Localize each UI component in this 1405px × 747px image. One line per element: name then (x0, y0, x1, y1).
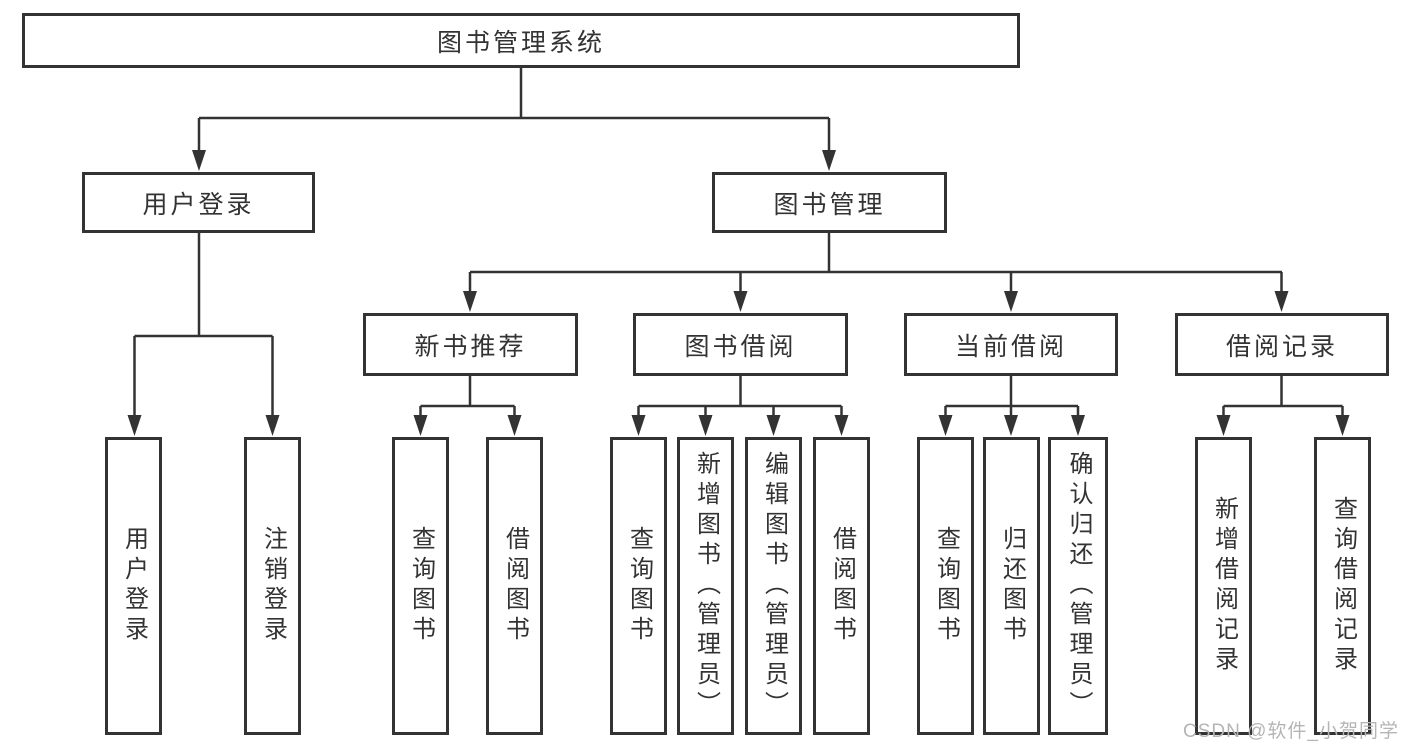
arrow-down-icon (1071, 415, 1085, 436)
node-current-borrowing: 当前借阅 (904, 313, 1118, 376)
leaf-label: 确认归还（管理员） (1065, 451, 1092, 721)
leaf-edit-book-admin: 编辑图书（管理员） (745, 437, 802, 735)
node-new-book-recommendation: 新书推荐 (363, 313, 578, 376)
leaf-logout: 注销登录 (244, 437, 301, 735)
leaf-label: 查询借阅记录 (1329, 496, 1357, 676)
leaf-label: 查询图书 (407, 526, 435, 646)
node-library-management-system: 图书管理系统 (22, 13, 1020, 68)
arrow-down-icon (733, 291, 748, 312)
leaf-borrow-books-borrowing: 借阅图书 (813, 437, 870, 735)
arrowheads (127, 150, 1350, 436)
arrow-down-icon (834, 415, 849, 436)
node-label: 新书推荐 (414, 332, 527, 361)
arrow-down-icon (192, 150, 206, 171)
arrow-down-icon (507, 415, 522, 436)
node-book-borrowing: 图书借阅 (633, 313, 848, 376)
arrow-down-icon (265, 415, 280, 436)
arrow-down-icon (1004, 415, 1018, 436)
leaf-confirm-return-admin: 确认归还（管理员） (1048, 437, 1108, 735)
leaf-label: 查询图书 (625, 526, 653, 646)
leaf-query-books-borrowing: 查询图书 (610, 437, 667, 735)
leaf-query-borrow-record: 查询借阅记录 (1314, 437, 1371, 735)
leaf-label: 用户登录 (120, 526, 148, 646)
csdn-watermark: CSDN @软件_小贺同学 (1183, 721, 1399, 742)
leaf-label: 借阅图书 (501, 526, 529, 646)
node-user-login: 用户登录 (82, 172, 315, 233)
leaf-label: 编辑图书（管理员） (760, 451, 788, 721)
arrow-down-icon (1274, 291, 1289, 312)
leaf-label: 新增借阅记录 (1210, 496, 1238, 676)
arrow-down-icon (413, 415, 428, 436)
leaf-add-book-admin: 新增图书（管理员） (677, 437, 734, 735)
arrow-down-icon (127, 415, 142, 436)
node-label: 当前借阅 (954, 332, 1067, 361)
node-label: 图书借阅 (684, 332, 797, 361)
arrow-down-icon (463, 291, 477, 312)
arrow-down-icon (1335, 415, 1350, 436)
arrow-down-icon (822, 150, 836, 171)
node-label: 用户登录 (142, 190, 255, 219)
node-label: 图书管理系统 (436, 28, 605, 57)
leaf-query-books-recommend: 查询图书 (392, 437, 449, 735)
node-label: 借阅记录 (1225, 332, 1338, 361)
arrow-down-icon (938, 415, 953, 436)
arrow-down-icon (698, 415, 713, 436)
node-borrowing-records: 借阅记录 (1175, 313, 1389, 376)
leaf-query-books-current: 查询图书 (917, 437, 974, 735)
node-label: 图书管理 (773, 190, 886, 219)
leaf-label: 注销登录 (259, 526, 287, 646)
arrow-down-icon (1004, 291, 1018, 312)
leaf-label: 借阅图书 (828, 526, 856, 646)
leaf-borrow-books-recommend: 借阅图书 (486, 437, 543, 735)
leaf-add-borrow-record: 新增借阅记录 (1195, 437, 1252, 735)
arrow-down-icon (766, 415, 781, 436)
leaf-label: 归还图书 (998, 526, 1026, 646)
node-book-management: 图书管理 (712, 172, 947, 233)
leaf-user-login: 用户登录 (105, 437, 162, 735)
leaf-return-book: 归还图书 (983, 437, 1040, 735)
arrow-down-icon (631, 415, 646, 436)
leaf-label: 查询图书 (932, 526, 960, 646)
leaf-label: 新增图书（管理员） (692, 451, 720, 721)
arrow-down-icon (1216, 415, 1231, 436)
